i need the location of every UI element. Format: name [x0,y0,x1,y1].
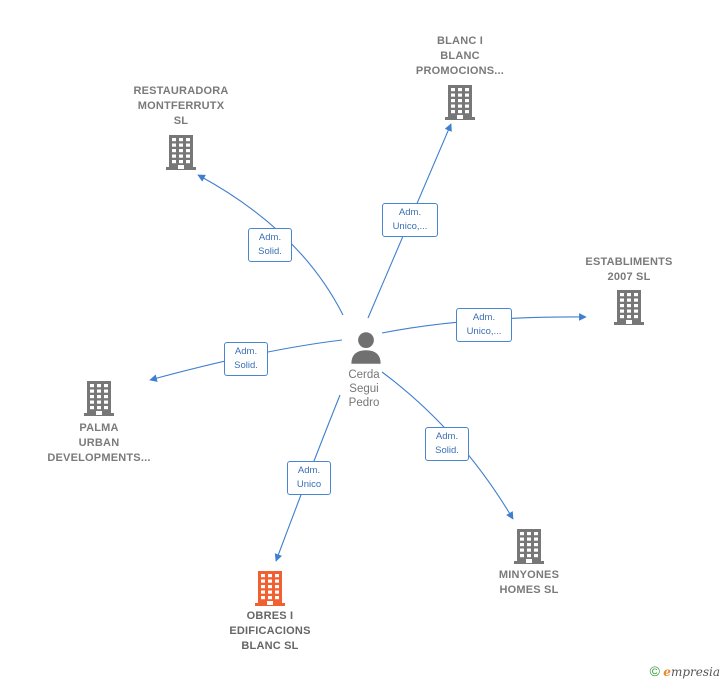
company-name-line: MINYONES [498,569,560,581]
person-name: Cerda Segui Pedro [324,368,404,410]
company-name-line: RESTAURADORA [133,85,229,97]
edge-label-line: Adm. [472,312,496,323]
company-name: RESTAURADORA MONTFERRUTX SL [101,84,261,129]
company-name-line: EDIFICACIONS [229,625,311,637]
building-icon [614,290,644,325]
person-name-line: Segui [349,383,379,395]
edge-label-obres-edificacions[interactable]: Adm. Unico [287,461,331,495]
company-name-line: MONTFERRUTX [137,100,225,112]
company-name: ESTABLIMENTS 2007 SL [549,255,709,285]
edge-label-line: Unico,... [392,221,428,232]
edge-label-line: Unico,... [466,326,502,337]
building-icon [255,571,285,606]
company-name-line: PROMOCIONS... [415,65,505,77]
edge-label-palma-urban[interactable]: Adm. Solid. [224,342,268,376]
company-name-line: BLANC SL [241,640,299,652]
company-name-line: SL [173,115,189,127]
company-name-line: 2007 SL [607,271,651,283]
person-icon [351,332,381,364]
company-name: MINYONES HOMES SL [449,568,609,598]
edge-label-line: Adm. [258,232,282,243]
edge-label-line: Solid. [258,246,282,257]
company-name-line: OBRES I [246,610,294,622]
company-name: OBRES I EDIFICACIONS BLANC SL [190,609,350,654]
edge-label-line: Adm. [398,207,422,218]
company-name-line: BLANC I [436,35,483,47]
footer-brand: © empresia [650,663,720,679]
building-icon [166,135,196,170]
company-name-line: DEVELOPMENTS... [47,452,151,464]
brand-logo: empresia [663,665,720,679]
edge-label-line: Unico [296,479,322,490]
person-name-line: Pedro [348,397,380,409]
company-name-line: HOMES SL [499,584,559,596]
company-name-line: BLANC [440,50,480,62]
building-icon [514,529,544,564]
company-name: PALMA URBAN DEVELOPMENTS... [19,421,179,466]
company-name-line: ESTABLIMENTS [585,256,673,268]
edge-label-establiments[interactable]: Adm. Unico,... [456,308,512,342]
edge-label-blanc-promociones[interactable]: Adm. Unico,... [382,203,438,237]
brand-initial: e [663,665,671,679]
person-name-line: Cerda [348,369,380,381]
edge-label-minyones[interactable]: Adm. Solid. [425,427,469,461]
edge-label-line: Adm. [297,465,321,476]
edge-label-line: Adm. [234,346,258,357]
building-icon [84,381,114,416]
company-name: BLANC I BLANC PROMOCIONS... [380,34,540,79]
building-icon [445,85,475,120]
company-name-line: PALMA [79,422,119,434]
edge-label-line: Solid. [234,360,258,371]
brand-rest: mpresia [670,665,720,679]
edge-label-line: Adm. [435,431,459,442]
copyright-icon: © [649,663,660,679]
company-name-line: URBAN [78,437,120,449]
edge-label-restauradora[interactable]: Adm. Solid. [248,228,292,262]
edge-label-line: Solid. [435,445,459,456]
